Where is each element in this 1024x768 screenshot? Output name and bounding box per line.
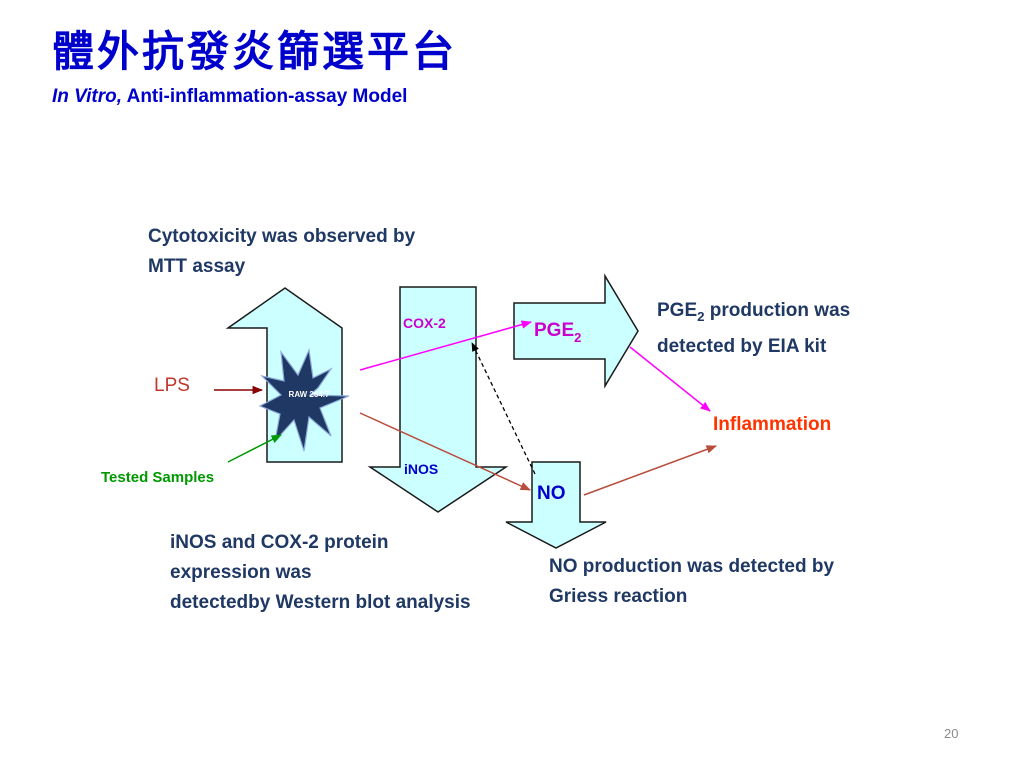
no-note: NO production was detected by Griess rea… (549, 552, 834, 612)
inos-cox2-note: iNOS and COX-2 protein expression was de… (170, 528, 471, 618)
cox2-to-pge2-arrow (359, 320, 533, 371)
inos-cox2-note-line3: detectedby Western blot analysis (170, 592, 471, 613)
pge2-note-main: PGE (657, 300, 698, 321)
inos-to-no-arrow (359, 412, 531, 491)
no-to-cox2-dashed-arrow (471, 342, 536, 475)
pge2-note-line2: detected by EIA kit (657, 335, 827, 357)
page-number: 20 (944, 726, 959, 741)
no-down-arrow (505, 461, 607, 549)
cox2-label: COX-2 (403, 315, 446, 331)
inflammation-label: Inflammation (713, 414, 831, 435)
pge2-label: PGE2 (534, 320, 581, 345)
pge2-note: PGE2 production was detected by EIA kit (657, 296, 850, 362)
pge2-note-line1: PGE2 production was (657, 296, 850, 332)
tested-samples-label: Tested Samples (101, 469, 214, 486)
subtitle-italic: In Vitro, (52, 86, 123, 107)
slide-title: 體外抗發炎篩選平台 (52, 27, 458, 76)
no-to-inflammation-arrow (583, 445, 717, 496)
inos-cox2-note-line2: expression was (170, 562, 312, 583)
no-note-line2: Griess reaction (549, 586, 688, 607)
pge2-note-sub: 2 (697, 308, 705, 324)
raw-cell-starburst (258, 347, 350, 452)
slide-subtitle: In Vitro, Anti-inflammation-assay Model (52, 86, 407, 108)
inos-cox2-note-line1: iNOS and COX-2 protein (170, 532, 389, 553)
pge2-label-sub: 2 (574, 330, 581, 345)
tested-samples-arrow (227, 434, 282, 463)
no-label: NO (537, 483, 566, 504)
subtitle-rest: Anti-inflammation-assay Model (122, 86, 408, 107)
pge2-note-rest: production was (704, 300, 851, 321)
pge2-to-inflammation-arrow (629, 346, 711, 412)
pge2-label-main: PGE (534, 320, 574, 341)
raw-cell-label: RAW 264.7 (289, 390, 330, 399)
no-note-line1: NO production was detected by (549, 556, 835, 577)
cytotoxicity-note-line2: MTT assay (148, 256, 246, 277)
inos-label: iNOS (404, 461, 438, 477)
cytotoxicity-note-line1: Cytotoxicity was observed by (148, 226, 416, 247)
pge2-right-arrow (513, 273, 639, 389)
lps-label: LPS (154, 375, 190, 396)
cytotoxicity-note: Cytotoxicity was observed by MTT assay (148, 222, 415, 282)
